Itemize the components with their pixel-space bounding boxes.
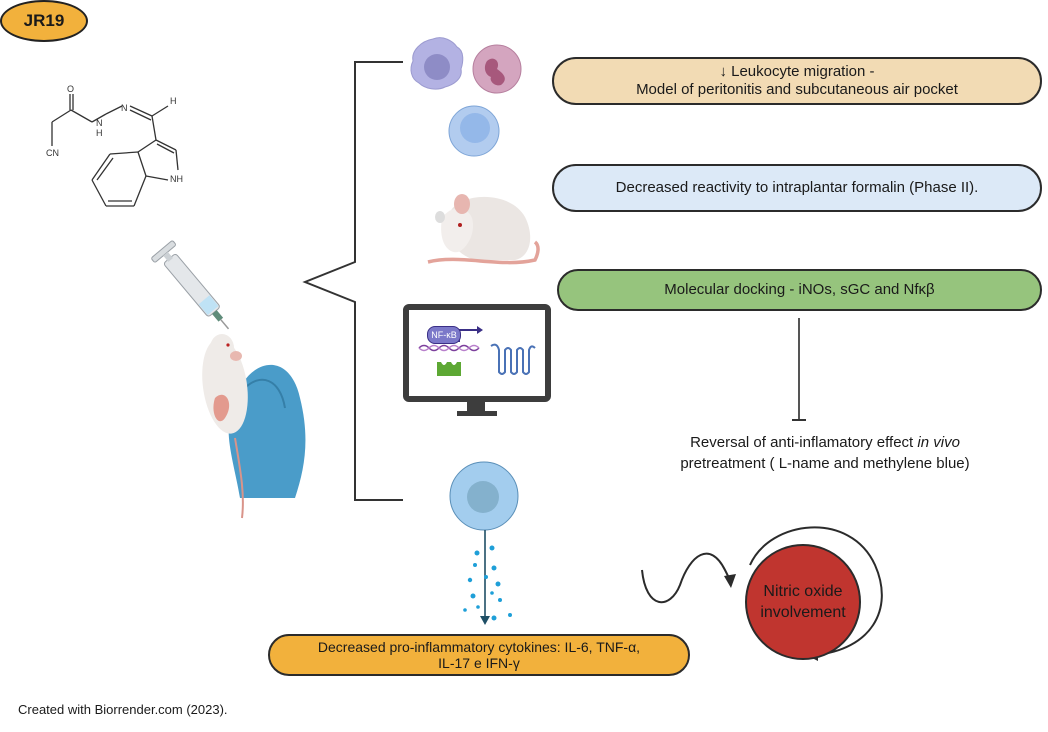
mouse-icon [427,194,540,265]
finding-leukocyte-migration: ↓ Leukocyte migration -Model of peritoni… [552,57,1042,105]
finding-cytokines: Decreased pro-inflammatory cytokines: IL… [268,634,690,676]
svg-text:NH: NH [170,174,183,184]
nfkb-label: NF-κB [427,326,461,344]
finding-docking-text: Molecular docking - iNOs, sGC and Nfκβ [664,281,935,298]
reversal-text: Reversal of anti-inflamatory effect in v… [610,432,1040,474]
reversal-line1-italic: in vivo [917,434,960,451]
finding-cytokines-line2: IL-17 e IFN-γ [438,655,520,671]
compound-label-text: JR19 [23,11,65,30]
finding-leukocyte-line1: ↓ Leukocyte migration - [719,63,875,80]
computer-docking-icon: NF-κB [403,304,551,422]
wavy-arrow [641,552,736,604]
nitric-oxide-circle: Nitric oxide involvement [745,544,861,660]
svg-text:O: O [67,84,74,94]
svg-text:N: N [96,118,103,128]
leukocyte-cells-icon [410,37,522,157]
svg-text:N: N [121,103,128,113]
svg-text:CN: CN [46,148,59,158]
reversal-line1-prefix: Reversal of anti-inflamatory effect [690,434,918,451]
reversal-line2: pretreatment ( L-name and methylene blue… [680,455,970,472]
mouse-gavage-illustration [151,240,306,519]
svg-text:H: H [96,128,103,138]
svg-text:H: H [170,96,177,106]
finding-cytokines-line1: Decreased pro-inflammatory cytokines: IL… [317,639,641,655]
nitric-oxide-line1: Nitric oxide [763,583,843,600]
nitric-oxide-line2: involvement [760,604,846,621]
inhibition-arrow [792,318,806,421]
compound-label: JR19 [0,0,88,42]
chemical-structure: O N N H H CN NH [46,84,183,207]
finding-formalin-text: Decreased reactivity to intraplantar for… [615,179,979,196]
grouping-bracket [302,61,403,501]
monitor-icon [403,304,551,416]
finding-formalin: Decreased reactivity to intraplantar for… [552,164,1042,212]
syringe-icon [151,240,230,330]
credit-text: Created with Biorrender.com (2023). [18,702,228,717]
cell-secretion-icon [449,461,519,625]
finding-molecular-docking: Molecular docking - iNOs, sGC and Nfκβ [557,269,1042,311]
finding-leukocyte-line2: Model of peritonitis and subcutaneous ai… [636,81,958,98]
